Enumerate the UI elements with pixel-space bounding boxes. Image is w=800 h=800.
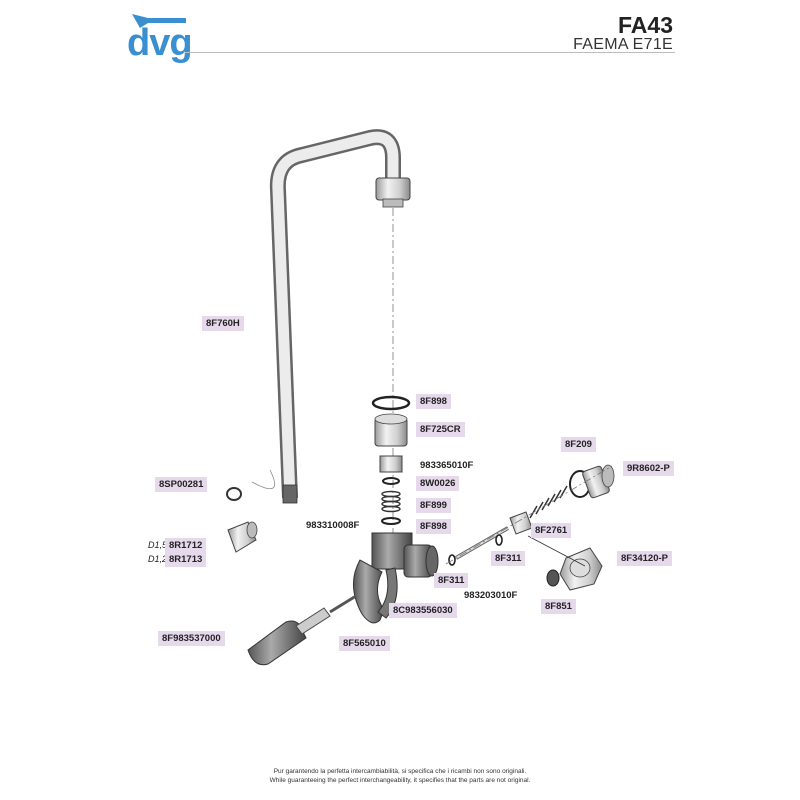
label-8f34120p: 8F34120-P — [617, 551, 673, 566]
header-divider — [185, 52, 675, 53]
label-8r1712: 8R1712 — [165, 538, 207, 553]
spring-8f899 — [381, 490, 401, 513]
label-9r8602p: 9R8602-P — [623, 461, 674, 476]
label-983310008f: 983310008F — [306, 520, 360, 531]
label-8c983556030: 8C983556030 — [389, 603, 457, 618]
size-d15: D1,5 — [148, 540, 168, 550]
bushing-983365010f — [379, 455, 403, 473]
diagram-code: FA43 — [618, 12, 673, 38]
ring-983310008f — [381, 517, 401, 525]
label-8f760h: 8F760H — [202, 316, 244, 331]
label-8sp00281: 8SP00281 — [155, 477, 208, 492]
label-8r1713: 8R1713 — [165, 552, 207, 567]
machine-model: FAEMA E71E — [573, 36, 673, 53]
pipe-top-nut — [375, 177, 411, 201]
oring-8f311-b — [495, 534, 503, 546]
valve-body — [353, 532, 439, 624]
size-d12: D1,2 — [148, 554, 168, 564]
label-8f725cr: 8F725CR — [416, 422, 465, 437]
label-8f898-lower: 8F898 — [416, 519, 451, 534]
label-8w0026: 8W0026 — [416, 476, 460, 491]
label-8f311-left: 8F311 — [434, 573, 469, 588]
oring-8f311-a — [448, 554, 456, 566]
spring-8f2761 — [529, 485, 568, 519]
steam-tip — [247, 594, 357, 666]
dvg-logo-icon — [132, 14, 186, 28]
label-8f565010: 8F565010 — [339, 636, 390, 651]
label-983365010f: 983365010F — [420, 460, 474, 471]
brand-logo-text: dvg — [127, 22, 193, 64]
label-8f851: 8F851 — [541, 599, 576, 614]
footer-note-it: Pur garantendo la perfetta intercambiabi… — [273, 768, 527, 775]
ring-8sp00281 — [226, 487, 242, 501]
fitting-9r8602 — [582, 464, 615, 499]
label-8f209: 8F209 — [561, 437, 596, 452]
label-8f898: 8F898 — [416, 394, 451, 409]
label-983203010f: 983203010F — [464, 590, 518, 601]
label-8f983537000: 8F983537000 — [158, 631, 225, 646]
label-8f2761: 8F2761 — [531, 523, 572, 538]
nozzle-tip — [227, 521, 258, 553]
oring-8f898 — [371, 395, 411, 411]
ring-8w0026 — [382, 477, 400, 485]
footer-note-en: While guaranteeing the perfect interchan… — [269, 777, 531, 784]
label-8f899: 8F899 — [416, 498, 451, 513]
ring-8f851 — [546, 569, 560, 587]
label-8f311-right: 8F311 — [491, 551, 526, 566]
